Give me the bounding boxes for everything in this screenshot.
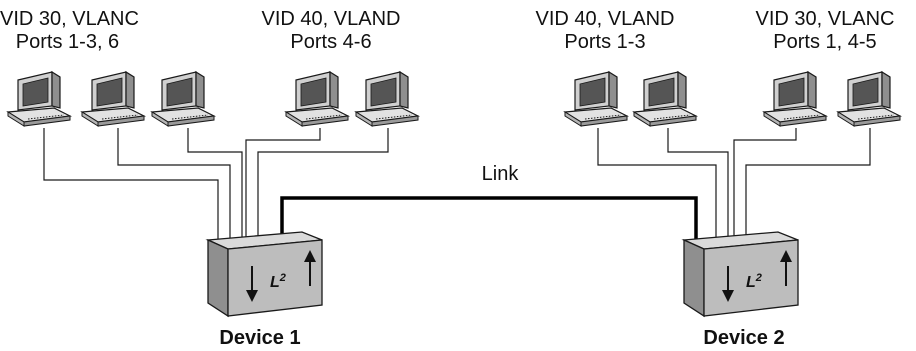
- arrow-up-icon: [780, 250, 792, 286]
- group-label-vland-device1: VID 40, VLAND Ports 4-6: [256, 8, 406, 54]
- computer-icon: [837, 71, 901, 127]
- layer-label: L2: [746, 272, 762, 291]
- group-ports: Ports 1-3, 6: [15, 31, 120, 53]
- port-cables-device-1: [43, 128, 389, 240]
- group-label-vlanc-device2: VID 30, VLANC Ports 1, 4-5: [745, 8, 905, 54]
- arrow-down-icon: [246, 266, 258, 302]
- computer-icon: [7, 71, 71, 127]
- computer-icon: [564, 71, 628, 127]
- computer-icon: [763, 71, 827, 127]
- computer-icon: [81, 71, 145, 127]
- group-vid-vlan: VID 30, VLANC: [755, 8, 895, 30]
- switch-icon: L2: [205, 231, 323, 318]
- group-vid-vlan: VID 40, VLAND: [261, 8, 401, 30]
- group-ports: Ports 1-3: [564, 31, 646, 53]
- device-2-label: Device 2: [703, 327, 785, 349]
- link-cable: [280, 196, 698, 240]
- group-vid-vlan: VID 40, VLAND: [535, 8, 675, 30]
- computer-icon: [151, 71, 215, 127]
- computer-icon: [285, 71, 349, 127]
- arrow-down-icon: [722, 266, 734, 302]
- group-ports: Ports 4-6: [290, 31, 372, 53]
- link-label: Link: [481, 163, 519, 185]
- port-cables-device-2: [597, 128, 871, 240]
- group-label-vlanc-device1: VID 30, VLANC Ports 1-3, 6: [0, 8, 139, 54]
- device-1-label: Device 1: [219, 327, 301, 349]
- switch-icon: L2: [681, 231, 799, 318]
- computer-icon: [355, 71, 419, 127]
- computer-icon: [633, 71, 697, 127]
- group-label-vland-device2: VID 40, VLAND Ports 1-3: [530, 8, 680, 54]
- group-vid-vlan: VID 30, VLANC: [0, 8, 139, 30]
- layer-label: L2: [270, 272, 286, 291]
- arrow-up-icon: [304, 250, 316, 286]
- group-ports: Ports 1, 4-5: [773, 31, 877, 53]
